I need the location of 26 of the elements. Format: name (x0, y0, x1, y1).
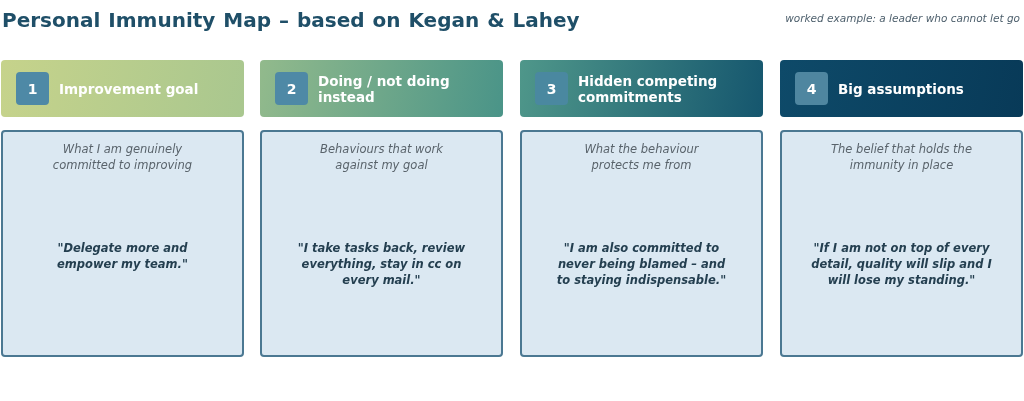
step-header (520, 60, 763, 117)
step-card (260, 130, 503, 357)
number-badge: 4 (795, 72, 828, 105)
card-quote: "Delegate more and empower my team." (56, 240, 189, 272)
card-quote: "If I am not on top of every detail, quality will slip and I will lose my standing." (810, 240, 993, 288)
step-header (1, 60, 244, 117)
subtitle-note: worked example: a leader who cannot let go (785, 11, 1020, 25)
step-header (260, 60, 503, 117)
card-description: What I am genuinely committed to improving (51, 141, 194, 173)
step-title: Improvement goal (59, 80, 200, 97)
step-header (780, 60, 1023, 117)
card-description: Behaviours that work against my goal (319, 141, 444, 173)
step-title: Hidden competing commitments (578, 72, 719, 105)
card-quote: "I take tasks back, review everything, stay in cc on every mail." (296, 240, 467, 288)
step-title: Big assumptions (838, 80, 965, 97)
number-badge: 3 (535, 72, 568, 105)
step-card (520, 130, 763, 357)
card-description: The belief that holds the immunity in place (830, 141, 973, 173)
step-title: Doing / not doing instead (318, 72, 451, 105)
step-card (780, 130, 1023, 357)
step-card (1, 130, 244, 357)
card-description: What the behaviour protects me from (583, 141, 700, 173)
number-badge: 2 (275, 72, 308, 105)
card-quote: "I am also committed to never being blamed – and to staying indispensable." (555, 240, 728, 288)
number-badge: 1 (16, 72, 49, 105)
diagram-title: Personal Immunity Map – based on Kegan & Lahey (2, 7, 580, 33)
